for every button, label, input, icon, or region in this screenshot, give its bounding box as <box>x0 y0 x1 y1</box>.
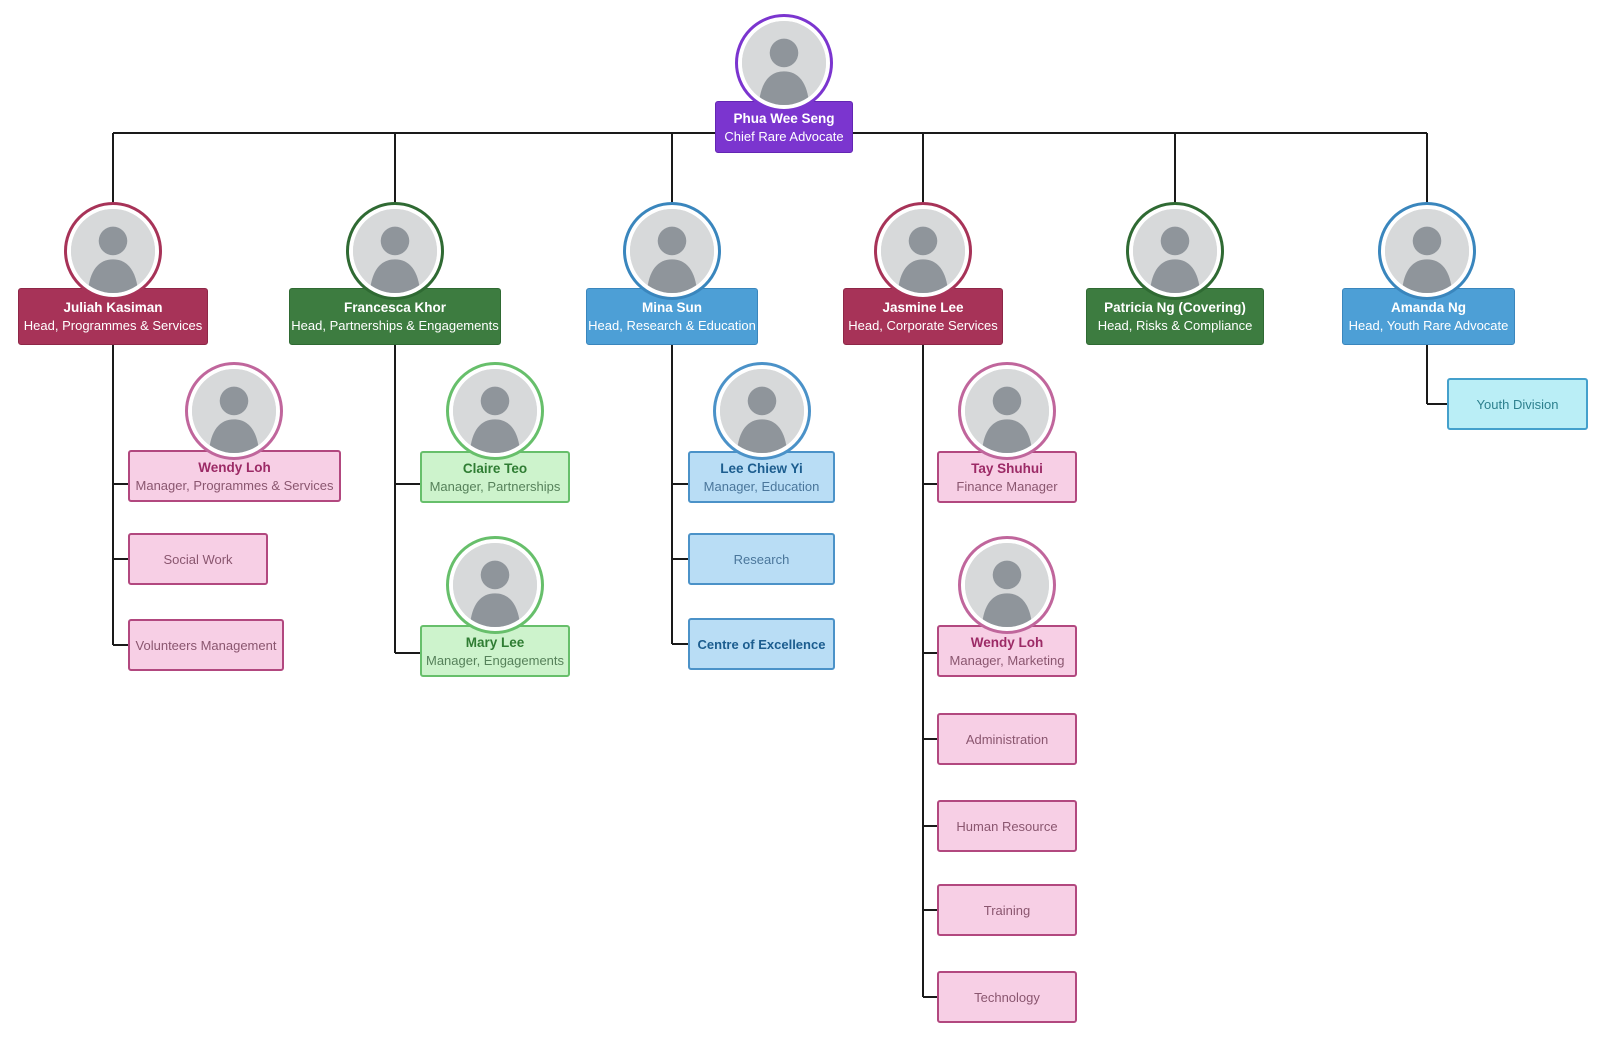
node-jasmine-lee[interactable]: Jasmine Lee Head, Corporate Services <box>843 288 1003 345</box>
person-name: Lee Chiew Yi <box>720 460 803 476</box>
person-name: Mina Sun <box>642 300 702 315</box>
node-technology[interactable]: Technology <box>937 971 1077 1023</box>
avatar-mina-sun <box>623 202 721 300</box>
node-lee-chiew-yi[interactable]: Lee Chiew Yi Manager, Education <box>688 451 835 503</box>
person-title: Head, Youth Rare Advocate <box>1348 318 1509 333</box>
person-title: Manager, Programmes & Services <box>135 477 334 493</box>
person-name: Francesca Khor <box>343 300 447 315</box>
node-mary-lee[interactable]: Mary Lee Manager, Engagements <box>420 625 570 677</box>
person-title: Manager, Partnerships <box>429 478 561 494</box>
node-volunteers-management[interactable]: Volunteers Management <box>128 619 284 671</box>
person-photo <box>630 209 714 293</box>
node-administration[interactable]: Administration <box>937 713 1077 765</box>
node-research[interactable]: Research <box>688 533 835 585</box>
person-name: Claire Teo <box>462 460 528 476</box>
person-photo <box>720 369 804 453</box>
node-centre-of-excellence[interactable]: Centre of Excellence <box>688 618 835 670</box>
person-photo <box>881 209 965 293</box>
node-patricia-ng[interactable]: Patricia Ng (Covering) Head, Risks & Com… <box>1086 288 1264 345</box>
person-photo <box>1385 209 1469 293</box>
person-title: Head, Risks & Compliance <box>1097 318 1253 333</box>
person-title: Chief Rare Advocate <box>724 128 844 144</box>
unit-label: Technology <box>974 989 1040 1005</box>
node-youth-division[interactable]: Youth Division <box>1447 378 1588 430</box>
person-photo <box>1133 209 1217 293</box>
avatar-francesca-khor <box>346 202 444 300</box>
avatar-mary-lee <box>446 536 544 634</box>
person-name: Jasmine Lee <box>882 300 964 315</box>
person-photo <box>965 369 1049 453</box>
node-social-work[interactable]: Social Work <box>128 533 268 585</box>
person-title: Manager, Engagements <box>425 652 565 668</box>
person-title: Finance Manager <box>956 478 1058 494</box>
person-photo <box>192 369 276 453</box>
unit-label: Human Resource <box>956 818 1058 834</box>
avatar-lee-chiew-yi <box>713 362 811 460</box>
avatar-wendy-loh-marketing <box>958 536 1056 634</box>
unit-label: Youth Division <box>1476 396 1559 412</box>
unit-label: Training <box>983 902 1031 918</box>
person-name: Amanda Ng <box>1390 300 1466 315</box>
person-title: Manager, Marketing <box>949 652 1065 668</box>
person-title: Head, Research & Education <box>588 318 756 333</box>
person-title: Manager, Education <box>703 478 820 494</box>
unit-label: Centre of Excellence <box>697 636 826 652</box>
node-human-resource[interactable]: Human Resource <box>937 800 1077 852</box>
person-photo <box>453 369 537 453</box>
unit-label: Research <box>733 551 790 567</box>
person-name: Wendy Loh <box>198 459 271 475</box>
person-photo <box>742 21 826 105</box>
unit-label: Administration <box>965 731 1049 747</box>
person-name: Patricia Ng (Covering) <box>1104 300 1246 315</box>
avatar-phua-wee-seng <box>735 14 833 112</box>
person-title: Head, Corporate Services <box>848 318 998 333</box>
person-name: Juliah Kasiman <box>63 300 163 315</box>
person-photo <box>71 209 155 293</box>
person-name: Wendy Loh <box>970 634 1044 650</box>
avatar-juliah-kasiman <box>64 202 162 300</box>
avatar-claire-teo <box>446 362 544 460</box>
avatar-tay-shuhui <box>958 362 1056 460</box>
person-name: Tay Shuhui <box>971 460 1043 476</box>
person-title: Head, Programmes & Services <box>23 318 203 333</box>
person-photo <box>353 209 437 293</box>
person-name: Mary Lee <box>465 634 525 650</box>
avatar-amanda-ng <box>1378 202 1476 300</box>
avatar-patricia-ng <box>1126 202 1224 300</box>
unit-label: Social Work <box>163 551 233 567</box>
unit-label: Volunteers Management <box>135 637 277 653</box>
person-photo <box>965 543 1049 627</box>
avatar-wendy-loh-programmes <box>185 362 283 460</box>
node-training[interactable]: Training <box>937 884 1077 936</box>
person-title: Head, Partnerships & Engagements <box>291 318 499 333</box>
person-photo <box>453 543 537 627</box>
person-name: Phua Wee Seng <box>733 110 835 126</box>
avatar-jasmine-lee <box>874 202 972 300</box>
